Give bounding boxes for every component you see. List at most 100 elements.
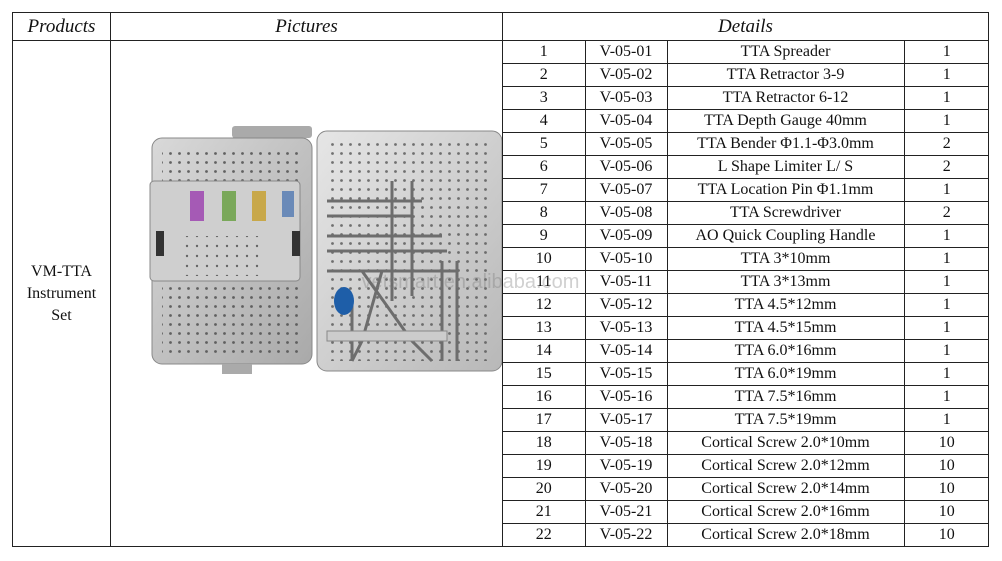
item-name: Cortical Screw 2.0*14mm (666, 477, 905, 501)
item-name: TTA Depth Gauge 40mm (666, 109, 905, 133)
item-quantity: 1 (903, 41, 989, 64)
item-quantity: 1 (903, 293, 989, 317)
plate-blue (281, 191, 294, 217)
item-code: V-05-13 (584, 316, 668, 340)
item-quantity: 1 (903, 316, 989, 340)
row-number: 20 (503, 477, 586, 501)
item-code: V-05-19 (584, 454, 668, 478)
item-quantity: 10 (903, 500, 989, 524)
item-quantity: 1 (903, 109, 989, 133)
instrument-case-illustration (149, 126, 502, 374)
header-details: Details (502, 12, 989, 41)
row-number: 8 (503, 201, 586, 225)
product-cell: VM-TTA Instrument Set (12, 40, 111, 547)
picture-cell: vetsmart.en.alibaba.com (110, 40, 579, 547)
item-name: TTA 3*13mm (666, 270, 905, 294)
item-name: TTA Screwdriver (666, 201, 905, 225)
item-code: V-05-02 (584, 63, 668, 87)
content-row: VM-TTA Instrument Set (12, 40, 989, 547)
product-name-line3: Set (51, 306, 72, 324)
item-name: TTA 3*10mm (666, 247, 905, 271)
item-code: V-05-18 (584, 431, 668, 455)
item-code: V-05-06 (584, 155, 668, 179)
plate-green (221, 191, 236, 221)
plate-gold (251, 191, 266, 221)
row-number: 21 (503, 500, 586, 524)
instrument-case-picture: vetsmart.en.alibaba.com (112, 41, 579, 546)
row-number: 19 (503, 454, 586, 478)
item-quantity: 1 (903, 63, 989, 87)
blue-handle (333, 287, 354, 315)
item-quantity: 10 (903, 477, 989, 501)
plate-purple (189, 191, 204, 221)
item-code: V-05-08 (584, 201, 668, 225)
item-name: Cortical Screw 2.0*16mm (666, 500, 905, 524)
item-name: Cortical Screw 2.0*12mm (666, 454, 905, 478)
item-code: V-05-12 (584, 293, 668, 317)
row-number: 15 (503, 362, 586, 386)
item-quantity: 1 (903, 247, 989, 271)
item-quantity: 2 (903, 155, 989, 179)
row-number: 10 (503, 247, 586, 271)
item-quantity: 1 (903, 385, 989, 409)
item-quantity: 1 (903, 86, 989, 110)
item-code: V-05-09 (584, 224, 668, 248)
item-quantity: 1 (903, 178, 989, 202)
spec-table: Products Pictures Details VM-TTA Instrum… (12, 12, 989, 547)
row-number: 7 (503, 178, 586, 202)
row-number: 12 (503, 293, 586, 317)
header-products: Products (12, 12, 111, 41)
item-name: TTA Spreader (666, 41, 905, 64)
item-name: TTA 6.0*19mm (666, 362, 905, 386)
item-name: TTA Location Pin Φ1.1mm (666, 178, 905, 202)
item-code: V-05-16 (584, 385, 668, 409)
item-name: TTA Retractor 6-12 (666, 86, 905, 110)
lid-handle-top (231, 126, 312, 138)
item-quantity: 2 (903, 132, 989, 156)
item-quantity: 10 (903, 523, 989, 546)
item-quantity: 1 (903, 224, 989, 248)
product-name-line1: VM-TTA (31, 262, 92, 280)
header-row: Products Pictures Details (12, 12, 989, 41)
row-number: 22 (503, 523, 586, 546)
item-quantity: 1 (903, 339, 989, 363)
item-quantity: 1 (903, 362, 989, 386)
header-pictures: Pictures (110, 12, 503, 41)
item-quantity: 10 (903, 431, 989, 455)
row-number: 3 (503, 86, 586, 110)
watermark-text: vetsmart.en.alibaba.com (361, 271, 580, 293)
item-name: Cortical Screw 2.0*10mm (666, 431, 905, 455)
row-number: 4 (503, 109, 586, 133)
row-number: 1 (503, 41, 586, 64)
item-code: V-05-04 (584, 109, 668, 133)
item-name: Cortical Screw 2.0*18mm (666, 523, 905, 546)
item-name: TTA Retractor 3-9 (666, 63, 905, 87)
product-name-line2: Instrument (26, 284, 97, 302)
row-number: 2 (503, 63, 586, 87)
row-number: 17 (503, 408, 586, 432)
item-code: V-05-14 (584, 339, 668, 363)
item-code: V-05-03 (584, 86, 668, 110)
item-code: V-05-22 (584, 523, 668, 546)
item-code: V-05-17 (584, 408, 668, 432)
row-number: 18 (503, 431, 586, 455)
item-code: V-05-20 (584, 477, 668, 501)
row-number: 14 (503, 339, 586, 363)
